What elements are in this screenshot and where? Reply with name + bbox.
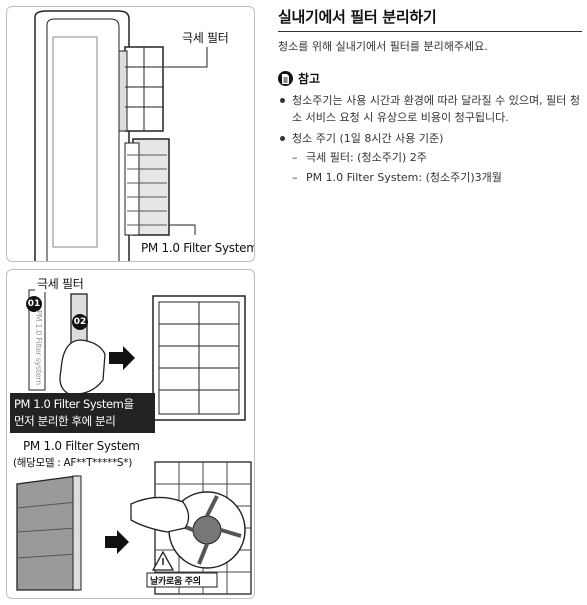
fine-filter-label: 극세 필터: [35, 275, 86, 292]
cycle-item-fine-filter: –극세 필터: (청소주기) 2주: [292, 151, 427, 164]
warning-line-2: 먼저 분리한 후에 분리: [14, 414, 116, 428]
step-badge-02: 02: [72, 314, 88, 330]
note-icon: [278, 71, 293, 86]
hand-icon: [130, 496, 190, 533]
note-list: 청소주기는 사용 시간과 환경에 따라 달라질 수 있으며, 필터 청소 서비스…: [278, 92, 583, 190]
vertical-filter-text: PM 1.0 Filter system: [34, 310, 43, 385]
fine-filter-drawing: [118, 46, 164, 132]
fine-filter-grid-drawing: [152, 295, 246, 421]
fine-filter-label: 극세 필터: [180, 29, 231, 46]
title-divider: [278, 31, 582, 32]
hand-icon: [59, 339, 106, 395]
note-bullet-text: 청소주기는 사용 시간과 환경에 따라 달라질 수 있으며, 필터 청소 서비스…: [292, 94, 580, 124]
cycle-item-pm-filter: –PM 1.0 Filter System: (청소주기)3개월: [292, 171, 502, 184]
figure-filter-removal: 극세 필터 01 02 PM 1.0 Filter system PM 1.0 …: [6, 269, 255, 599]
model-label: (해당모델 : AF**T*****S*): [13, 457, 133, 469]
note-title: 참고: [298, 72, 321, 86]
indoor-unit-illustration: [34, 10, 208, 261]
bullet-dot: [280, 98, 285, 103]
note-bullet-1: 청소주기는 사용 시간과 환경에 따라 달라질 수 있으며, 필터 청소 서비스…: [278, 92, 583, 126]
note-header: 참고: [278, 70, 320, 87]
arrow-right-icon: [109, 346, 135, 370]
note-bullet-text: 청소 주기 (1일 8시간 사용 기준): [292, 132, 444, 145]
cleaning-cycle-list: –극세 필터: (청소주기) 2주 –PM 1.0 Filter System:…: [292, 149, 583, 186]
cycle-item-text: 극세 필터: (청소주기) 2주: [306, 151, 427, 164]
intro-text: 청소를 위해 실내기에서 필터를 분리해주세요.: [278, 40, 488, 53]
note-bullet-2: 청소 주기 (1일 8시간 사용 기준) –극세 필터: (청소주기) 2주 –…: [278, 130, 583, 186]
pm-filter-label: PM 1.0 Filter System: [139, 241, 254, 255]
pm-filter-panel-drawing: [16, 475, 82, 591]
warning-line-1: PM 1.0 Filter System을: [14, 397, 134, 411]
pm-filter-label: PM 1.0 Filter System: [23, 439, 140, 453]
arrow-right-icon: [105, 530, 129, 554]
step-badge-01: 01: [26, 296, 42, 312]
figure-filter-location: 극세 필터 PM 1.0 Filter System: [6, 6, 255, 262]
caution-label: 날카로움 주의: [150, 577, 201, 587]
cycle-item-text: PM 1.0 Filter System: (청소주기)3개월: [306, 171, 502, 184]
filter-removal-illustration: [16, 289, 252, 595]
bullet-dot: [280, 136, 285, 141]
pm-filter-drawing: [124, 138, 170, 236]
warning-box: PM 1.0 Filter System을 먼저 분리한 후에 분리: [10, 393, 155, 433]
page-title: 실내기에서 필터 분리하기: [278, 8, 437, 26]
